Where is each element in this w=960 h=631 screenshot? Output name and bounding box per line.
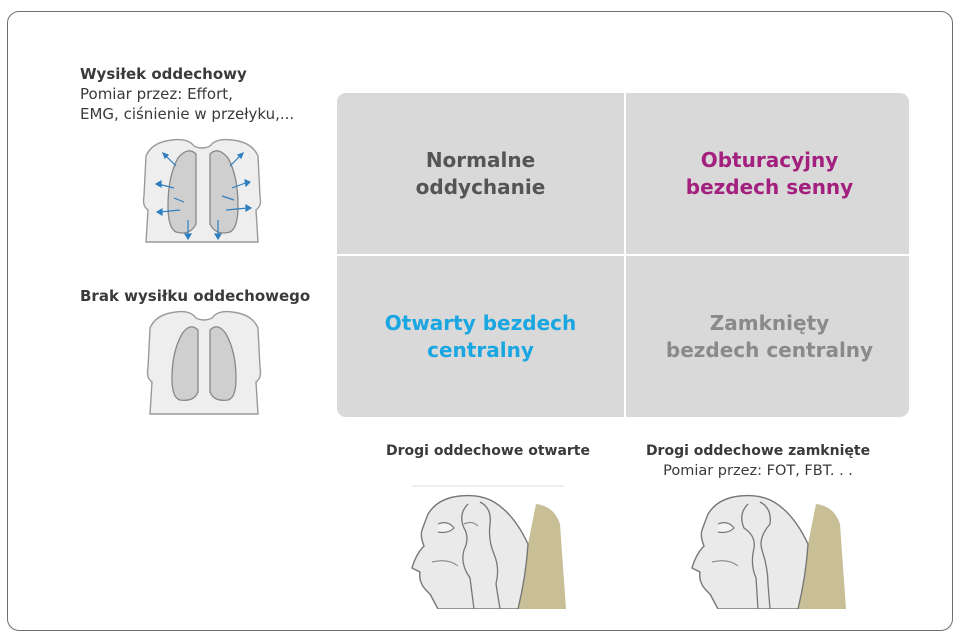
column-subtitle-airway-closed: Pomiar przez: FOT, FBT. . . bbox=[630, 461, 886, 481]
column-label-airway-closed: Drogi oddechowe zamknięte Pomiar przez: … bbox=[630, 441, 886, 481]
cell-closed-central-apnea: Zamknięty bezdech centralny bbox=[626, 256, 909, 417]
cell-obstructive-apnea: Obturacyjny bezdech senny bbox=[626, 93, 909, 254]
row-label-no-effort: Brak wysiłku oddechowego bbox=[80, 286, 310, 306]
row-title-no-effort: Brak wysiłku oddechowego bbox=[80, 286, 310, 306]
cell-normal-breathing: Normalne oddychanie bbox=[337, 93, 624, 254]
cell-open-central-apnea: Otwarty bezdech centralny bbox=[337, 256, 624, 417]
column-title-airway-open: Drogi oddechowe otwarte bbox=[360, 441, 616, 461]
torso-no-effort-icon bbox=[140, 308, 268, 418]
row-subtitle2-effort: EMG, ciśnienie w przełyku,... bbox=[80, 104, 294, 124]
row-subtitle-effort: Pomiar przez: Effort, bbox=[80, 84, 294, 104]
cell-closed-central-apnea-text: Zamknięty bezdech centralny bbox=[666, 310, 873, 364]
head-airway-closed-icon bbox=[690, 484, 850, 609]
apnea-classification-grid: Normalne oddychanie Obturacyjny bezdech … bbox=[337, 93, 909, 417]
torso-breathing-effort-icon bbox=[136, 136, 268, 246]
column-title-airway-closed: Drogi oddechowe zamknięte bbox=[630, 441, 886, 461]
cell-obstructive-apnea-text: Obturacyjny bezdech senny bbox=[686, 147, 853, 201]
cell-open-central-apnea-text: Otwarty bezdech centralny bbox=[385, 310, 576, 364]
row-title-effort: Wysiłek oddechowy bbox=[80, 64, 294, 84]
column-label-airway-open: Drogi oddechowe otwarte bbox=[360, 441, 616, 461]
head-airway-open-icon bbox=[408, 484, 568, 609]
cell-normal-breathing-text: Normalne oddychanie bbox=[416, 147, 546, 201]
row-label-effort: Wysiłek oddechowy Pomiar przez: Effort, … bbox=[80, 64, 294, 124]
